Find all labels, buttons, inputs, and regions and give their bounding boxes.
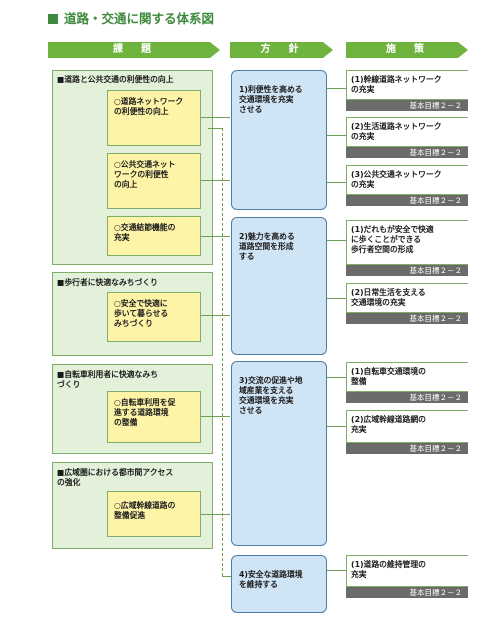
goal-badge: 基本目標２－２	[346, 195, 468, 206]
issue-item: ○交通結節機能の 充実	[107, 216, 201, 256]
goal-badge: 基本目標２－２	[346, 265, 468, 276]
issue-item: ○広域幹線道路の 整備促進	[107, 491, 201, 537]
goal-badge: 基本目標２－２	[346, 100, 468, 111]
header-measures: 施 策	[346, 42, 468, 58]
issue-group-label: ■自転車利用者に快適なみち づくり	[57, 370, 158, 389]
goal-badge: 基本目標２－２	[346, 587, 468, 598]
header-issues: 課 題	[48, 42, 220, 58]
connector-line	[201, 117, 230, 119]
title-square-icon	[48, 14, 58, 24]
connector-line	[327, 240, 346, 242]
connector-line	[327, 135, 346, 137]
header-policies: 方 針	[230, 42, 333, 58]
measure-box: (3)公共交通ネットワーク の充実	[346, 165, 468, 195]
issue-item: ○道路ネットワーク の利便性の向上	[107, 90, 201, 146]
connector-line	[327, 426, 346, 428]
dashed-connector	[222, 128, 223, 576]
goal-badge: 基本目標２－２	[346, 392, 468, 403]
diagram-title: 道路・交通に関する体系図	[48, 8, 214, 27]
connector-line	[201, 315, 230, 317]
title-text: 道路・交通に関する体系図	[64, 11, 215, 26]
connector-line	[327, 182, 346, 184]
header-arrow-shape	[230, 42, 333, 58]
issue-item: ○自転車利用を促 進する道路環境 の整備	[107, 391, 201, 443]
connector-line	[222, 576, 232, 578]
measure-box: (1)道路の維持管理の 充実	[346, 555, 468, 587]
policy-box: 2)魅力を高める 道路空間を形成 する	[231, 217, 327, 355]
connector-line	[201, 514, 230, 516]
connector-line	[327, 570, 346, 572]
issue-group-label: ■歩行者に快適なみちづくり	[57, 278, 158, 287]
connector-line	[327, 377, 346, 379]
goal-badge: 基本目標２－２	[346, 443, 468, 454]
issue-item: ○公共交通ネット ワークの利便性 の向上	[107, 153, 201, 209]
measure-box: (2)広域幹線道路網の 充実	[346, 410, 468, 443]
connector-line	[201, 416, 230, 418]
header-arrow-shape	[48, 42, 220, 58]
goal-badge: 基本目標２－２	[346, 313, 468, 324]
policy-box: 1)利便性を高める 交通環境を充実 させる	[231, 70, 327, 210]
measure-box: (1)幹線道路ネットワーク の充実	[346, 70, 468, 100]
issue-group-label: ■道路と公共交通の利便性の向上	[57, 75, 174, 84]
header-arrow-shape	[346, 42, 468, 58]
connector-line	[208, 128, 222, 130]
policy-box: 3)交流の促進や地 域産業を支える 交通環境を充実 させる	[231, 361, 327, 546]
goal-badge: 基本目標２－２	[346, 147, 468, 158]
connector-line	[201, 236, 230, 238]
measure-box: (2)日常生活を支える 交通環境の充実	[346, 283, 468, 313]
issue-item: ○安全で快適に 歩いて暮らせる みちづくり	[107, 292, 201, 342]
policy-box: 4)安全な道路環境 を維持する	[231, 555, 327, 613]
connector-line	[327, 298, 346, 300]
issue-group-label: ■広域圏における都市間アクセス の強化	[57, 468, 174, 487]
header-policies-label: 方 針	[260, 44, 303, 55]
header-measures-label: 施 策	[386, 44, 428, 55]
measure-box: (2)生活道路ネットワーク の充実	[346, 117, 468, 147]
connector-line	[201, 180, 230, 182]
connector-line	[327, 88, 346, 90]
header-issues-label: 課 題	[113, 44, 155, 55]
measure-box: (1)だれもが安全で快適 に歩くことができる 歩行者空間の形成	[346, 220, 468, 265]
measure-box: (1)自転車交通環境の 整備	[346, 362, 468, 392]
